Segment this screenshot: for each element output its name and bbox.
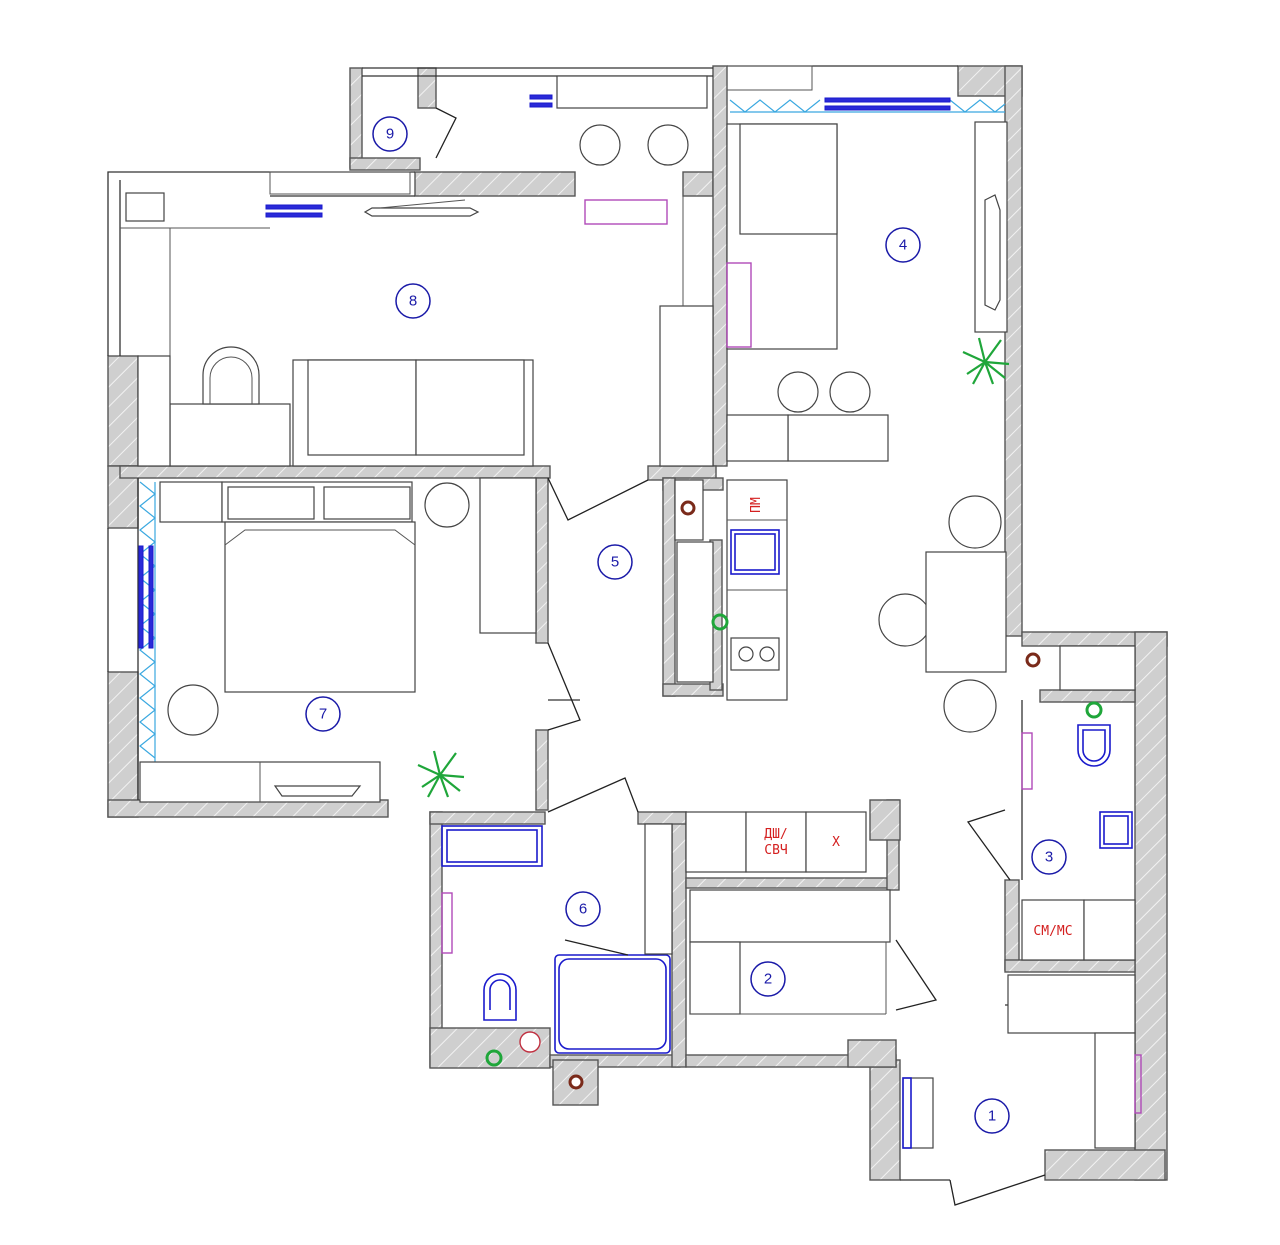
appliance-labels: ПМ ДШ/ СВЧ Х СМ/МС (749, 497, 1073, 939)
svg-text:1: 1 (988, 1108, 996, 1125)
label-dw-line2: СВЧ (764, 843, 787, 858)
walls (107, 65, 1168, 1181)
svg-text:8: 8 (409, 293, 417, 310)
svg-text:2: 2 (764, 971, 772, 988)
label-dishwasher: ПМ (749, 497, 764, 513)
svg-text:9: 9 (386, 126, 394, 143)
riser-icon (680, 500, 696, 516)
room-1-label: 1 (974, 1098, 1010, 1134)
outlines (107, 65, 1135, 1181)
riser-icon (1025, 652, 1041, 668)
doors (435, 107, 1046, 1206)
label-dw-line1: ДШ/ (764, 827, 787, 842)
room-labels: 1 2 3 4 5 6 7 8 9 (305, 116, 1067, 1134)
plant-icon (417, 750, 465, 798)
furniture (125, 75, 1142, 1149)
room-5-label: 5 (597, 544, 633, 580)
svg-text:3: 3 (1045, 849, 1053, 866)
room-6-label: 6 (565, 891, 601, 927)
radiators (138, 94, 951, 649)
plants (417, 337, 1103, 1067)
room-8-label: 8 (395, 283, 431, 319)
room-2-label: 2 (750, 961, 786, 997)
label-washer: СМ/МС (1033, 924, 1072, 939)
room-3-label: 3 (1031, 839, 1067, 875)
svg-text:7: 7 (319, 706, 327, 723)
room-4-label: 4 (885, 227, 921, 263)
svg-text:6: 6 (579, 901, 587, 918)
room-7-label: 7 (305, 696, 341, 732)
label-fridge: Х (832, 835, 840, 850)
riser-icon (568, 1074, 584, 1090)
plant-icon (962, 337, 1010, 385)
svg-text:4: 4 (899, 237, 907, 254)
risers (519, 500, 1041, 1090)
svg-text:5: 5 (611, 554, 619, 571)
room-9-label: 9 (372, 116, 408, 152)
